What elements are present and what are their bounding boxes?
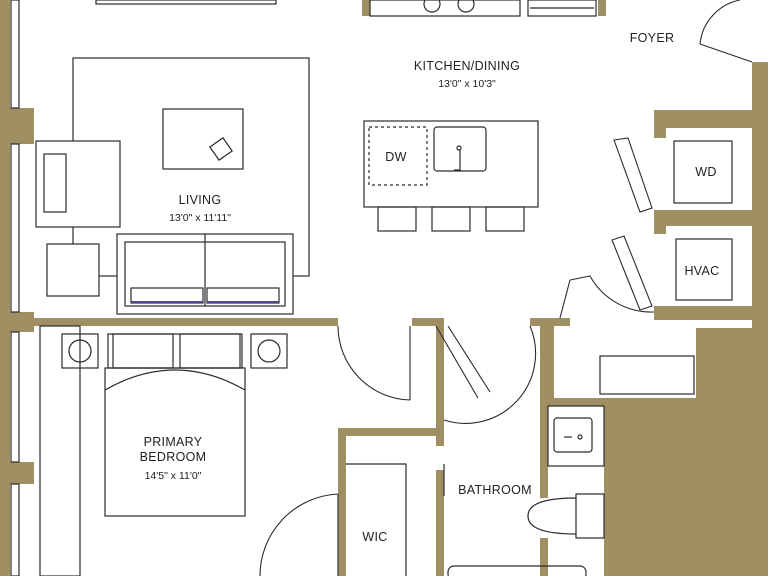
wic-left-wall (338, 428, 346, 576)
bathroom-left-wall (436, 318, 444, 446)
bar-stool-2 (431, 206, 471, 232)
wic-top-wall (338, 428, 444, 436)
coffee-table-decor (209, 137, 233, 161)
burner-left (423, 0, 441, 13)
island-sink (433, 126, 487, 172)
wic-shelving (346, 463, 407, 576)
pillow-right (179, 333, 241, 369)
top-wall-stub-left (362, 0, 370, 16)
hvac-closet-door (611, 235, 653, 311)
left-exterior-wall (0, 0, 10, 576)
wd-closet-door (613, 137, 653, 213)
furniture (35, 0, 733, 576)
left-wall-pier-low (0, 462, 34, 484)
kitchen-dim: 13'0" x 10'3" (438, 78, 496, 90)
side-table (46, 243, 100, 297)
closet-door-jamb-1 (654, 128, 666, 138)
toilet-bowl (527, 497, 577, 535)
bathroom-right-wall (540, 318, 548, 498)
dishwasher (368, 126, 428, 186)
top-wall-stub-right (598, 0, 606, 16)
doors (259, 0, 753, 576)
closet-divider-wall (654, 210, 752, 226)
fridge (527, 0, 597, 17)
closet-top-wall (654, 110, 752, 128)
bathroom-vanity (547, 405, 605, 467)
top-cabinet-left (95, 0, 277, 5)
left-wall-pier-mid (0, 312, 34, 332)
room-labels: FOYER KITCHEN/DINING 13'0" x 10'3" LIVIN… (140, 31, 720, 544)
bathroom-left-lower-wall (436, 470, 444, 576)
wd-label: WD (695, 165, 716, 179)
nightstand-right (250, 333, 288, 369)
foyer-label: FOYER (630, 31, 675, 45)
bedroom-label-line2: BEDROOM (140, 450, 207, 464)
wic-label: WIC (362, 530, 387, 544)
burner-right (457, 0, 475, 13)
linen-shelf (599, 355, 695, 395)
bathroom-right-lower-wall (540, 538, 548, 576)
dresser (39, 325, 81, 576)
range-counter (369, 0, 521, 17)
coffee-table (162, 108, 244, 170)
bathtub (447, 565, 587, 576)
living-label: LIVING (179, 193, 222, 207)
armchair (35, 140, 121, 228)
kitchen-stub-wall-right (530, 318, 570, 326)
closet-bottom-wall (654, 306, 752, 320)
washer-dryer (673, 140, 733, 204)
window-3 (10, 331, 20, 463)
living-dim: 13'0" x 11'11" (169, 212, 231, 224)
bedroom-dim: 14'5" x 11'0" (145, 470, 202, 482)
kitchen-stub-wall-left (412, 318, 436, 326)
left-wall-pier-top (0, 108, 34, 144)
kitchen-label: KITCHEN/DINING (414, 59, 520, 73)
kitchen-island (363, 120, 539, 208)
hall-door-swing (569, 275, 655, 313)
dw-label: DW (385, 150, 406, 164)
wic-door-swing (259, 493, 339, 576)
pillow-left (112, 333, 174, 369)
right-exterior-wall (548, 62, 768, 576)
bedroom-label-line1: PRIMARY (144, 435, 203, 449)
bathroom-label: BATHROOM (458, 483, 532, 497)
closet-door-jamb-2 (654, 226, 666, 234)
bar-stool-1 (377, 206, 417, 232)
toilet-tank (575, 493, 605, 539)
windows (10, 0, 20, 576)
window-2 (10, 143, 20, 313)
hvac-unit (675, 238, 733, 301)
bedroom-door-swing (337, 325, 411, 401)
window-4 (10, 483, 20, 576)
window-1 (10, 0, 20, 109)
hvac-label: HVAC (684, 264, 719, 278)
bath-hall-door-swing-left (435, 325, 479, 399)
bar-stool-3 (485, 206, 525, 232)
living-bedroom-wall (32, 318, 338, 326)
foyer-door-swing (699, 0, 741, 45)
